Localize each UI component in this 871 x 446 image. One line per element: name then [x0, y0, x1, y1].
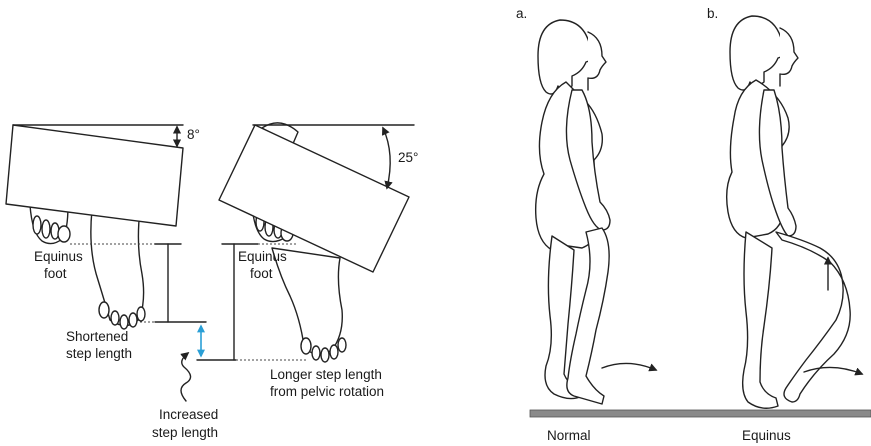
left-leading-leg — [90, 209, 146, 330]
figure-equinus: b. Equinus — [707, 6, 864, 443]
pelvis-box-right — [218, 124, 410, 273]
figure-a-letter: a. — [516, 6, 527, 21]
pelvis-box-left — [5, 124, 184, 227]
increased-step-label: Increased step length — [152, 407, 222, 440]
angle-label-8: 8° — [187, 127, 200, 142]
equinus-foot-label-right: Equinus foot — [238, 249, 291, 281]
longer-step-measure — [221, 243, 306, 361]
longer-step-label: Longer step length from pelvic rotation — [270, 367, 386, 399]
caption-equinus: Equinus — [742, 428, 791, 443]
figure-normal: a. Normal — [516, 6, 658, 443]
caption-normal: Normal — [547, 428, 591, 443]
increased-pointer-line — [180, 351, 192, 402]
left-trailing-foot — [29, 204, 71, 245]
right-pelvis-group: 25° — [218, 122, 418, 363]
left-pelvis-group: 8° — [5, 124, 200, 330]
shortened-step-label: Shortened step length — [66, 329, 132, 361]
forward-arrow-equinus — [803, 366, 864, 376]
shortened-step-measure — [70, 243, 237, 361]
angle-arc-right — [381, 126, 393, 190]
ground-surface — [529, 409, 871, 418]
forward-arrow-normal — [601, 362, 658, 372]
angle-label-25: 25° — [398, 150, 418, 165]
equinus-foot-label-left: Equinus foot — [34, 249, 87, 281]
figure-b-letter: b. — [707, 6, 718, 21]
